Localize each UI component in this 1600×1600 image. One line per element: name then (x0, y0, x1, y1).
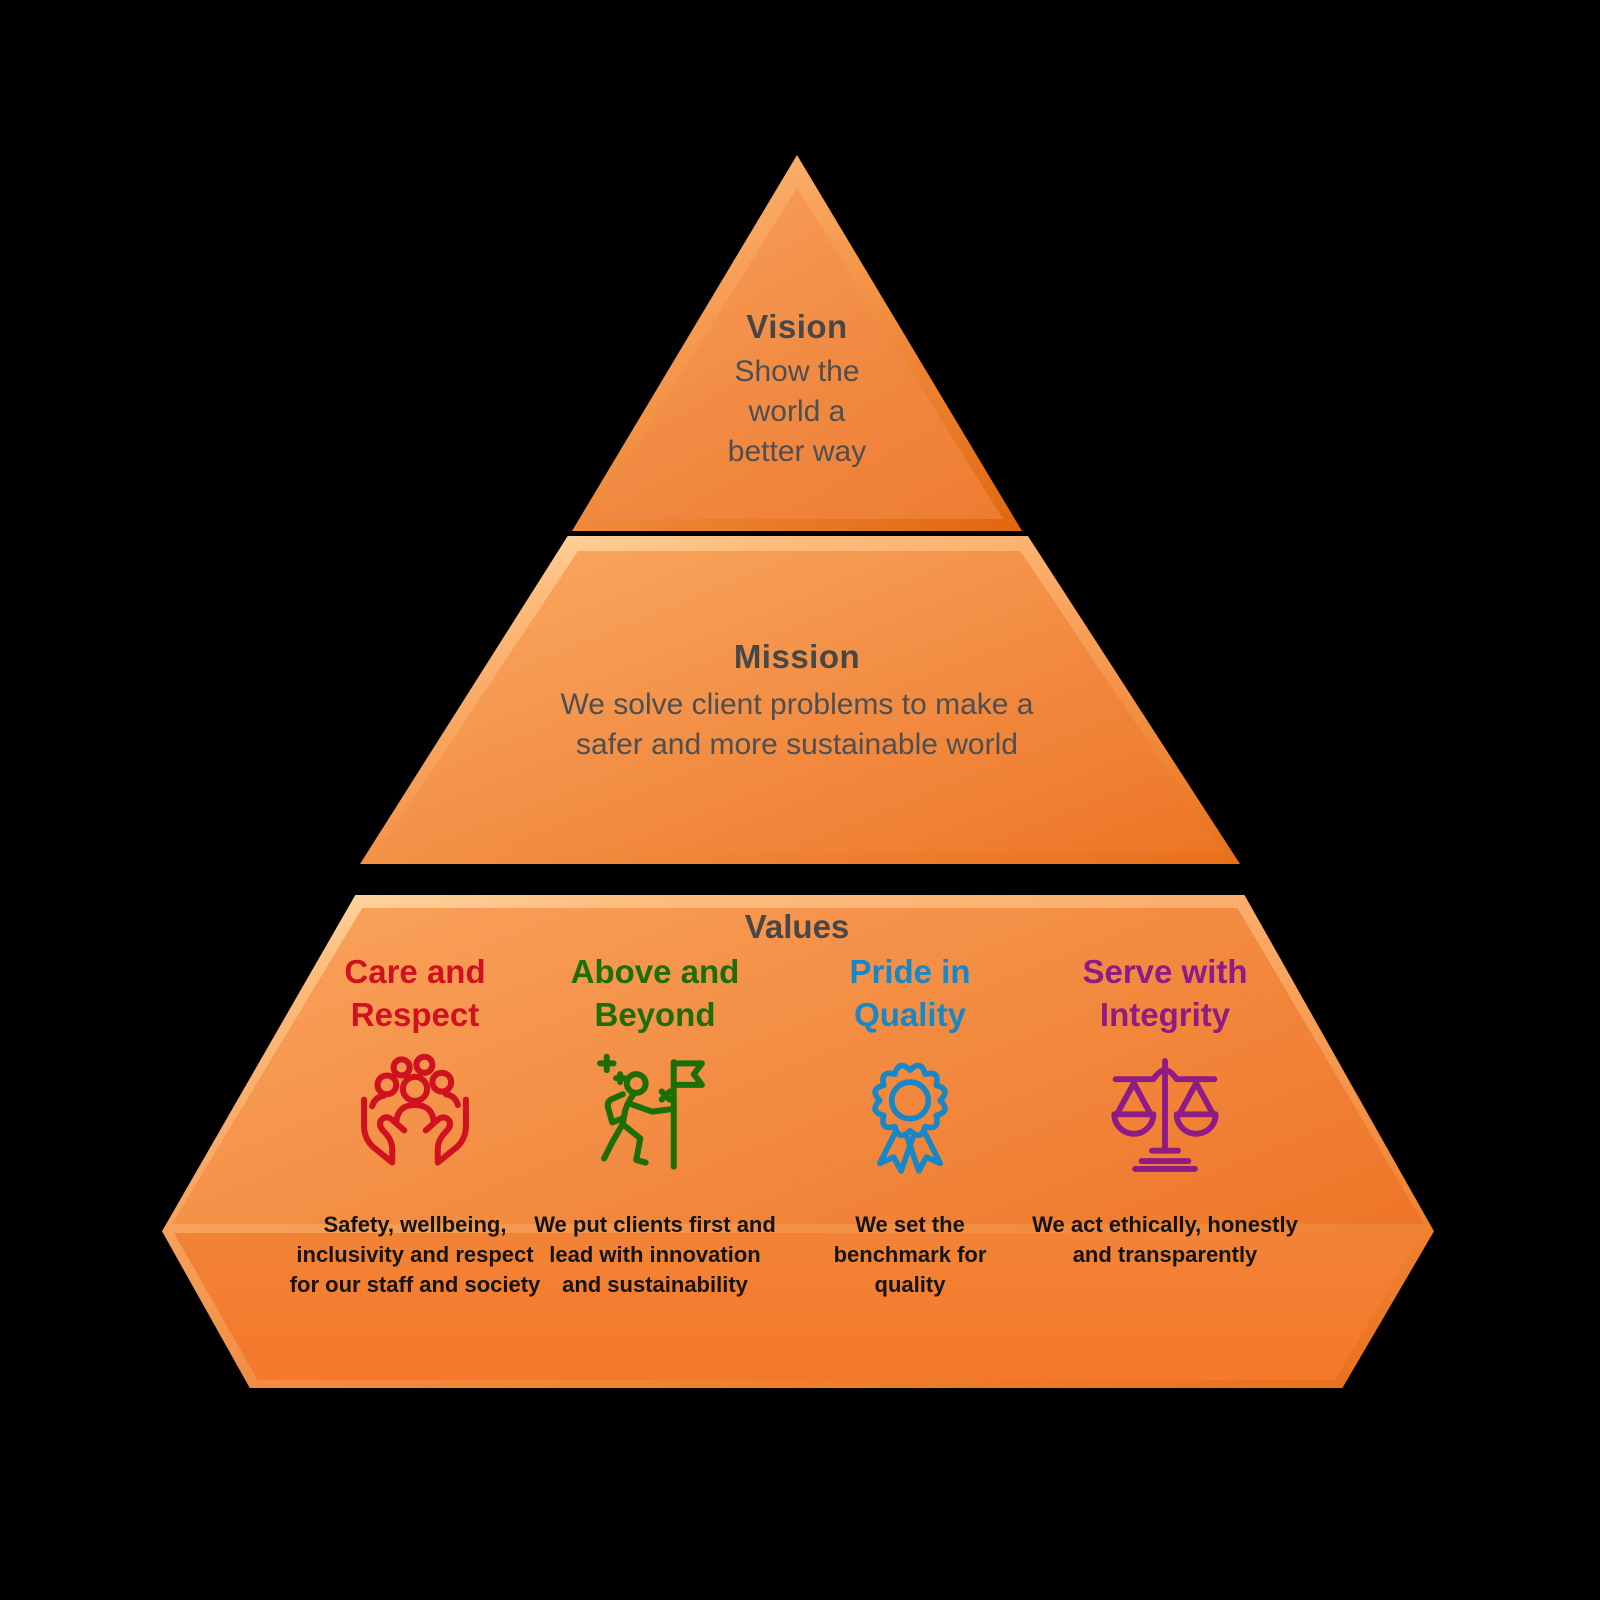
vision-block: Vision Show the world a better way (647, 308, 947, 472)
value-column-above-and-beyond: Above and Beyond We put clients f (490, 950, 820, 1300)
mission-block: Mission We solve client problems to make… (447, 638, 1147, 765)
value-description: Safety, wellbeing, inclusivity and respe… (289, 1212, 541, 1297)
values-slab-bottom-face (174, 1233, 1422, 1380)
value-description: We act ethically, honestly and transpare… (1032, 1212, 1298, 1267)
value-column-pride-in-quality: Pride in Quality We set the benchmark fo… (745, 950, 1075, 1300)
value-name: Care and Respect (344, 953, 486, 1033)
value-name: Serve with Integrity (1082, 953, 1248, 1033)
value-description: We set the benchmark for quality (833, 1212, 987, 1297)
vision-title: Vision (746, 308, 848, 345)
value-name: Pride in Quality (849, 953, 971, 1033)
scales-of-justice-icon (1000, 1042, 1330, 1184)
value-column-serve-with-integrity: Serve with Integrity W (1000, 950, 1330, 1270)
values-title: Values (744, 908, 850, 945)
hands-holding-people-icon (250, 1042, 580, 1184)
value-description: We put clients first and lead with innov… (534, 1212, 776, 1297)
hiker-with-flag-icon (490, 1042, 820, 1184)
mission-title: Mission (733, 638, 861, 675)
values-slab (172, 908, 1424, 1224)
mission-text: We solve client problems to make a safer… (560, 688, 1034, 761)
value-name: Above and Beyond (570, 953, 740, 1033)
vision-text: Show the world a better way (727, 355, 867, 468)
award-ribbon-icon (745, 1042, 1075, 1184)
value-column-care-and-respect: Care and Respect Safety, wellbeing, incl… (250, 950, 580, 1300)
